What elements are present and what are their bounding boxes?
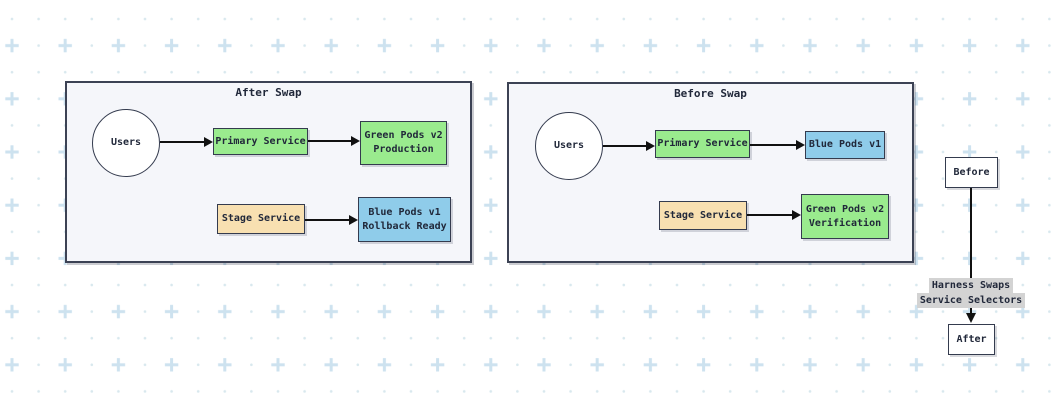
pods-label-line1: Blue Pods v1 [368,206,441,218]
blue-pods-rollback-node: Blue Pods v1 Rollback Ready [358,197,451,242]
after-state-node: After [948,324,995,355]
arrow-shaft [750,144,798,146]
arrowhead-icon [204,137,213,147]
green-pods-production-node: Green Pods v2 Production [360,121,447,165]
before-swap-panel: Before Swap Users Primary Service Blue P… [507,82,914,263]
pods-label-line1: Green Pods v2 [805,203,885,215]
blue-pods-v1-node: Blue Pods v1 [805,131,885,159]
arrowhead-icon [796,140,805,150]
users-label: Users [110,137,142,148]
pods-label-line2: Verification [808,217,882,229]
stage-service-label: Stage Service [663,209,743,221]
arrow-primary-to-pods [308,135,360,147]
before-state-label: Before [953,166,990,178]
panel-title: After Swap [235,86,302,99]
panel-title: Before Swap [674,87,747,100]
edge-label-line1: Harness Swaps [928,278,1014,293]
arrow-shaft [160,141,206,143]
arrowhead-icon [792,210,801,220]
edge-label-line2: Service Selectors [916,293,1026,308]
primary-service-node: Primary Service [213,128,308,155]
users-label: Users [553,140,585,151]
stage-service-node: Stage Service [659,201,747,230]
users-node: Users [92,109,160,177]
arrow-shaft [603,145,648,147]
after-swap-panel: After Swap Users Primary Service Green P… [65,81,472,263]
before-state-node: Before [945,157,998,188]
pods-label-line2: Production [373,144,434,155]
arrow-users-to-primary [603,140,655,152]
arrowhead-icon [351,136,360,146]
transition-arrow-line [970,188,972,314]
pods-label-line2: Rollback Ready [362,220,447,232]
stage-service-label: Stage Service [221,213,301,224]
arrowhead-down-icon [966,313,976,323]
stage-service-node: Stage Service [217,204,305,234]
green-pods-verification-node: Green Pods v2 Verification [801,194,889,239]
arrow-shaft [747,214,794,216]
primary-service-label: Primary Service [215,135,306,147]
users-node: Users [535,112,603,180]
arrow-primary-to-pods [750,139,805,151]
arrow-stage-to-pods [747,209,801,221]
primary-service-label: Primary Service [657,138,748,149]
pods-label-line1: Blue Pods v1 [808,139,882,150]
arrowhead-icon [349,215,358,225]
arrowhead-icon [646,141,655,151]
arrow-users-to-primary [160,136,213,148]
primary-service-node: Primary Service [655,130,750,158]
arrow-shaft [305,219,351,221]
arrow-shaft [308,140,353,142]
transition-edge-label: Harness Swaps Service Selectors [916,278,1026,308]
after-state-label: After [956,333,987,345]
arrow-stage-to-pods [305,214,358,226]
pods-label-line1: Green Pods v2 [364,130,443,141]
